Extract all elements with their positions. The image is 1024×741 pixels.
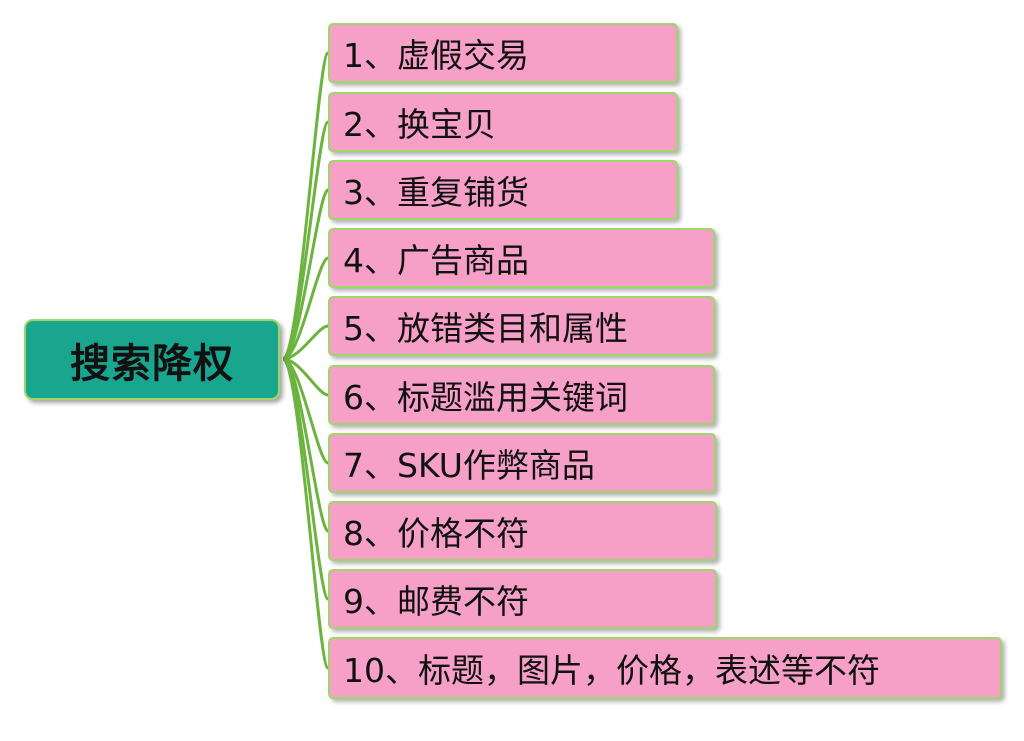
branch-label-4: 4、广告商品 — [343, 241, 529, 280]
branch-node-4: 4、广告商品 — [328, 228, 715, 288]
branch-node-7: 7、SKU作弊商品 — [328, 433, 716, 493]
connector-10 — [281, 357, 330, 670]
branch-node-10: 10、标题，图片，价格，表述等不符 — [328, 637, 1002, 699]
branch-label-9: 9、邮费不符 — [343, 582, 529, 621]
branch-label-1: 1、虚假交易 — [343, 36, 529, 75]
branch-label-5: 5、放错类目和属性 — [343, 309, 628, 348]
branch-node-1: 1、虚假交易 — [328, 23, 678, 83]
branch-node-8: 8、价格不符 — [328, 501, 717, 561]
branch-node-5: 5、放错类目和属性 — [328, 296, 715, 356]
connector-4 — [282, 256, 329, 361]
branch-label-3: 3、重复铺货 — [343, 173, 529, 212]
connector-3 — [282, 188, 330, 361]
branch-label-8: 8、价格不符 — [343, 514, 529, 553]
branch-node-6: 6、标题滥用关键词 — [328, 365, 715, 425]
branch-label-10: 10、标题，图片，价格，表述等不符 — [343, 651, 880, 690]
root-topic-node: 搜索降权 — [24, 319, 280, 400]
branch-label-6: 6、标题滥用关键词 — [343, 378, 628, 417]
connector-8 — [282, 357, 330, 533]
branch-node-3: 3、重复铺货 — [328, 160, 678, 220]
branch-node-9: 9、邮费不符 — [328, 569, 717, 629]
branch-node-2: 2、换宝贝 — [328, 92, 678, 152]
branch-label-2: 2、换宝贝 — [343, 105, 496, 144]
root-topic-label: 搜索降权 — [70, 340, 234, 387]
connector-5 — [282, 324, 329, 361]
branch-label-7: 7、SKU作弊商品 — [343, 446, 595, 485]
